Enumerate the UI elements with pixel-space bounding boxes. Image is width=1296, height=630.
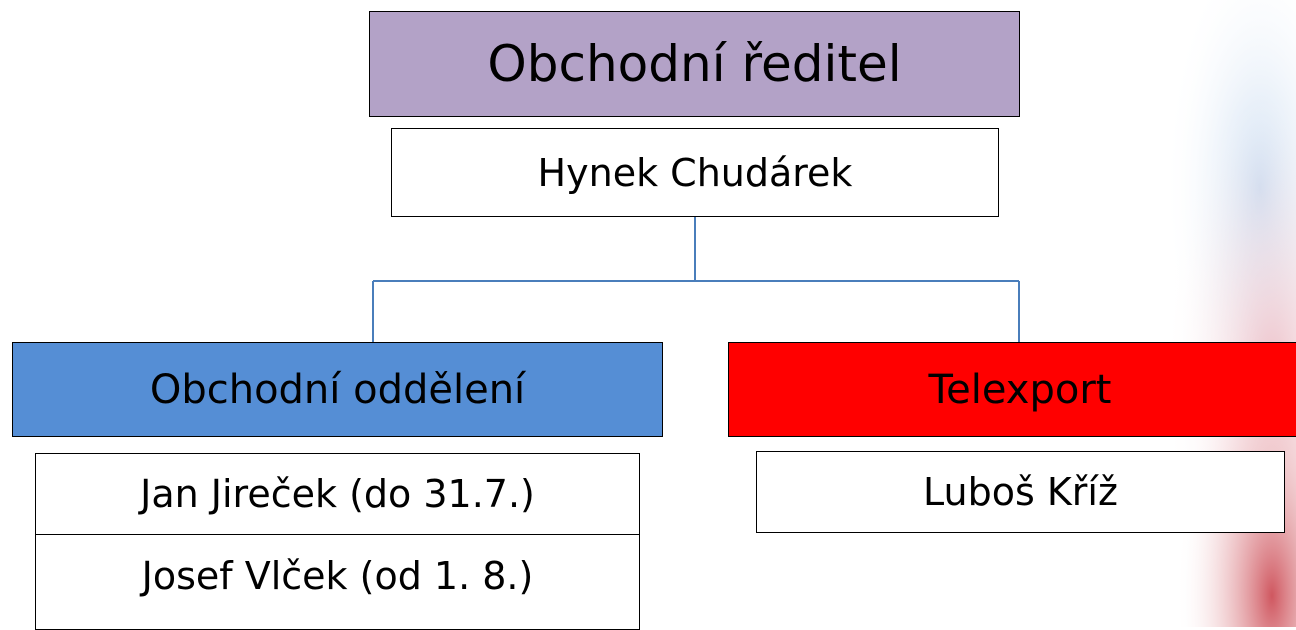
person-box-jan: Jan Jireček (do 31.7.) xyxy=(35,453,640,535)
person-box-lubos: Luboš Kříž xyxy=(756,451,1285,533)
dept-box-telexport: Telexport xyxy=(728,342,1296,437)
dept-box-obchodni: Obchodní oddělení xyxy=(12,342,663,437)
head-name: Hynek Chudárek xyxy=(537,150,853,195)
person-name: Luboš Kříž xyxy=(923,470,1118,514)
head-title: Obchodní ředitel xyxy=(487,35,902,93)
head-name-box: Hynek Chudárek xyxy=(391,128,999,217)
person-box-josef: Josef Vlček (od 1. 8.) xyxy=(35,534,640,630)
person-name: Jan Jireček (do 31.7.) xyxy=(140,472,535,516)
dept-label-obchodni: Obchodní oddělení xyxy=(149,366,526,413)
person-name: Josef Vlček (od 1. 8.) xyxy=(141,554,534,598)
dept-label-telexport: Telexport xyxy=(928,366,1112,413)
head-title-box: Obchodní ředitel xyxy=(369,11,1020,117)
